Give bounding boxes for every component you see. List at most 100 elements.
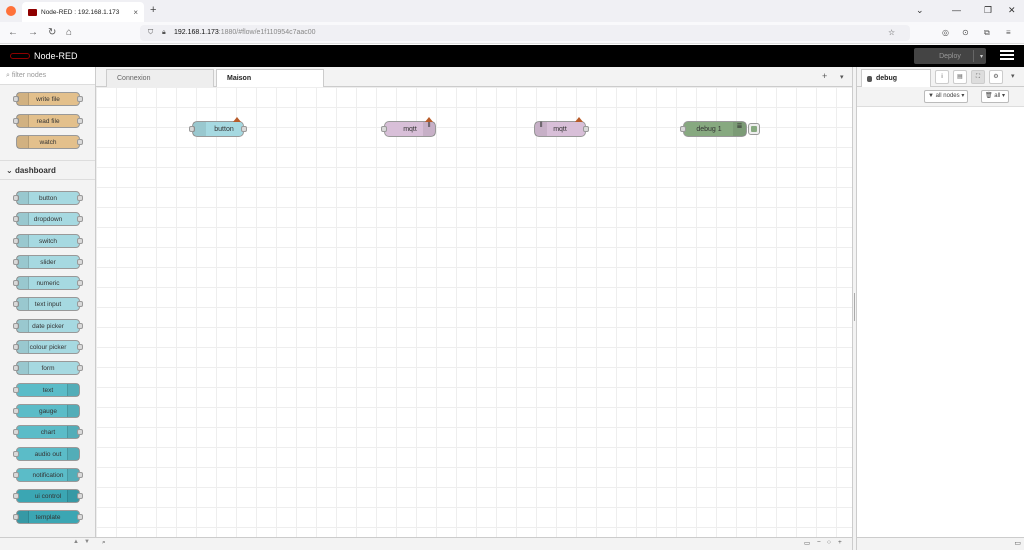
input-port: [13, 96, 19, 102]
tab-debug[interactable]: debug: [861, 69, 931, 88]
chevron-down-icon[interactable]: ⌄: [916, 5, 924, 15]
shield-icon[interactable]: ⛉: [148, 29, 154, 36]
palette-icon: [17, 341, 29, 353]
bookmark-star-icon[interactable]: ☆: [888, 28, 896, 37]
forward-button[interactable]: →: [28, 27, 38, 38]
trash-icon: 🗑︎: [985, 93, 993, 99]
input-port: [13, 429, 19, 435]
palette-node-ui-control[interactable]: ui control: [13, 489, 83, 503]
output-port[interactable]: [583, 126, 589, 132]
palette-node-chart[interactable]: chart: [13, 425, 83, 439]
flow-list-chevron-icon[interactable]: ▾: [840, 74, 844, 81]
palette-node-dropdown[interactable]: dropdown: [13, 212, 83, 226]
collapse-all-icon[interactable]: ▲: [73, 539, 79, 545]
url-host: 192.168.1.173: [174, 29, 219, 36]
sidebar-tab-bar: debug i ▤ ⛶ ⚙ ▾: [857, 67, 1024, 88]
sidebar-splitter[interactable]: [852, 67, 856, 550]
input-port: [13, 472, 19, 478]
flow-node-label: button: [214, 125, 234, 133]
navigator-icon[interactable]: ▭: [804, 540, 811, 547]
config-nodes-tab-button[interactable]: ⛶: [971, 70, 985, 84]
flow-node-mqtt-out[interactable]: mqtt ⦀: [381, 117, 436, 137]
debug-toolbar: ▼ all nodes ▾ 🗑︎ all ▾: [857, 87, 1024, 107]
debug-filter-button[interactable]: ▼ all nodes ▾: [924, 90, 969, 103]
slider-icon: [17, 256, 29, 268]
palette-node-write-file[interactable]: write file: [13, 92, 83, 106]
help-tab-button[interactable]: ▤: [953, 70, 967, 84]
palette-node-audio-out[interactable]: audio out: [13, 447, 80, 461]
zoom-out-button[interactable]: −: [817, 539, 821, 546]
flow-node-mqtt-in[interactable]: ⦀ mqtt: [534, 117, 589, 137]
extensions-icon[interactable]: ⧉: [984, 28, 990, 37]
settings-tab-button[interactable]: ⚙: [989, 70, 1003, 84]
zoom-reset-button[interactable]: ○: [827, 539, 831, 546]
input-port[interactable]: [680, 126, 686, 132]
bug-icon: [867, 76, 872, 82]
deploy-button[interactable]: Deploy ▾: [914, 48, 986, 64]
account-icon[interactable]: ⊙: [962, 28, 969, 37]
output-port: [77, 96, 83, 102]
info-tab-button[interactable]: i: [935, 70, 949, 84]
close-window-button[interactable]: ✕: [1008, 5, 1016, 15]
output-port[interactable]: [241, 126, 247, 132]
palette-node-switch[interactable]: switch: [13, 234, 83, 248]
palette-node-label: audio out: [34, 450, 62, 458]
search-flows-icon[interactable]: ⌕: [102, 539, 106, 546]
new-tab-button[interactable]: +: [150, 4, 157, 16]
lock-icon[interactable]: 🔒︎: [162, 29, 166, 36]
maximize-button[interactable]: ❐: [984, 5, 993, 15]
input-port: [13, 301, 19, 307]
palette-node-text-input[interactable]: text input: [13, 297, 83, 311]
close-tab-icon[interactable]: ×: [133, 7, 138, 17]
expand-all-icon[interactable]: ▼: [84, 539, 90, 545]
file-read-icon: [17, 115, 29, 127]
open-window-icon[interactable]: ▭: [1014, 540, 1021, 547]
workspace-footer: ⌕ ▭ − ○ +: [96, 537, 852, 550]
flow-canvas[interactable]: button mqtt ⦀ ⦀ mqtt debug 1 ≣: [96, 87, 852, 537]
tab-maison[interactable]: Maison: [216, 69, 324, 88]
palette-node-label: template: [35, 513, 61, 521]
palette-node-label: text input: [34, 300, 62, 308]
palette-node-form[interactable]: form: [13, 361, 83, 375]
browser-menu-icon[interactable]: ≡: [1006, 28, 1011, 37]
debug-toggle-button[interactable]: [748, 123, 760, 135]
main-menu-hamburger-icon[interactable]: [1000, 50, 1014, 62]
palette-category-dashboard[interactable]: ⌄ dashboard: [0, 160, 95, 180]
palette-node-gauge[interactable]: gauge: [13, 404, 80, 418]
palette-node-notification[interactable]: notification: [13, 468, 83, 482]
palette-node-watch[interactable]: watch: [16, 135, 83, 149]
palette-node-colour-picker[interactable]: colour picker: [13, 340, 83, 354]
palette-node-slider[interactable]: slider: [13, 255, 83, 269]
palette-node-text[interactable]: text: [13, 383, 80, 397]
palette-node-label: write file: [36, 95, 60, 103]
pocket-icon[interactable]: ◎: [942, 28, 949, 37]
palette-node-read-file[interactable]: read file: [13, 114, 83, 128]
palette-filter-input[interactable]: ⌕ filter nodes: [0, 67, 95, 85]
home-button[interactable]: ⌂: [66, 27, 73, 38]
firefox-icon[interactable]: [6, 6, 16, 16]
sidebar-menu-chevron-icon[interactable]: ▾: [1011, 73, 1015, 80]
input-port[interactable]: [189, 126, 195, 132]
palette-node-template[interactable]: template: [13, 510, 83, 524]
browser-tab-node-red[interactable]: Node-RED : 192.168.1.173 ×: [22, 2, 144, 22]
flow-node-debug[interactable]: debug 1 ≣: [680, 121, 760, 137]
chevron-down-icon: ▾: [1001, 93, 1005, 99]
deploy-menu-chevron-icon[interactable]: ▾: [979, 53, 983, 60]
palette-node-button[interactable]: button: [13, 191, 83, 205]
zoom-in-button[interactable]: +: [838, 539, 842, 546]
flow-node-button[interactable]: button: [189, 117, 247, 137]
reload-button[interactable]: ↻: [48, 27, 57, 38]
url-bar[interactable]: 192.168.1.173:1880/#flow/e1f110954c7aac0…: [140, 25, 910, 41]
palette-node-date-picker[interactable]: date picker: [13, 319, 83, 333]
changed-indicator: [425, 117, 433, 122]
palette-node-numeric[interactable]: numeric: [13, 276, 83, 290]
debug-clear-button[interactable]: 🗑︎ all ▾: [981, 90, 1009, 103]
back-button[interactable]: ←: [8, 27, 18, 38]
add-flow-button[interactable]: +: [822, 71, 828, 81]
deploy-divider: [973, 50, 974, 62]
gauge-icon: [67, 405, 79, 417]
minimize-button[interactable]: —: [952, 5, 961, 15]
clear-label: all: [994, 93, 1001, 99]
input-port[interactable]: [381, 126, 387, 132]
tab-connexion[interactable]: Connexion: [106, 69, 214, 87]
